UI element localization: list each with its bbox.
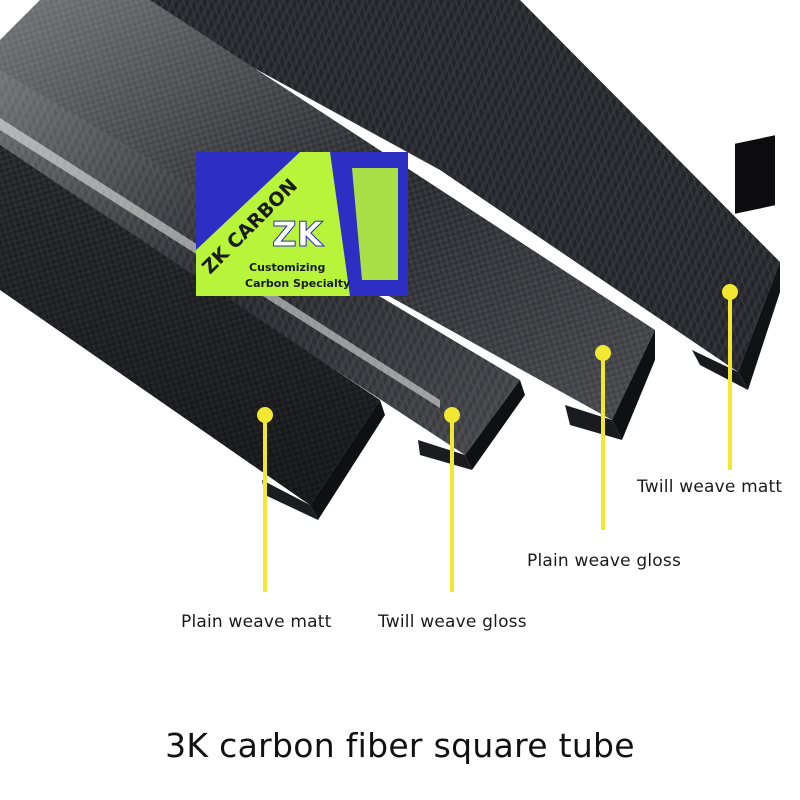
logo-tagline-line1: Customizing — [249, 261, 325, 274]
callout-label-plain-weave-matt: Plain weave matt — [181, 612, 332, 632]
callout-label-twill-weave-matt: Twill weave matt — [637, 477, 783, 497]
zk-carbon-logo: ZK CARBON ZK Customizing Carbon Specialt… — [196, 152, 408, 296]
caption: 3K carbon fiber square tube — [165, 726, 635, 765]
tube-twill-matt — [130, 0, 780, 390]
logo-mark: ZK — [272, 215, 325, 255]
callout-label-twill-weave-gloss: Twill weave gloss — [378, 612, 527, 632]
tube-plain-matt — [0, 145, 385, 520]
logo-tagline-line2: Carbon Specialty — [245, 277, 350, 290]
callout-marker-1 — [257, 407, 273, 592]
callout-label-plain-weave-gloss: Plain weave gloss — [527, 551, 682, 571]
callout-marker-3 — [595, 345, 611, 530]
callout-marker-2 — [444, 407, 460, 592]
callout-marker-4 — [722, 284, 738, 470]
